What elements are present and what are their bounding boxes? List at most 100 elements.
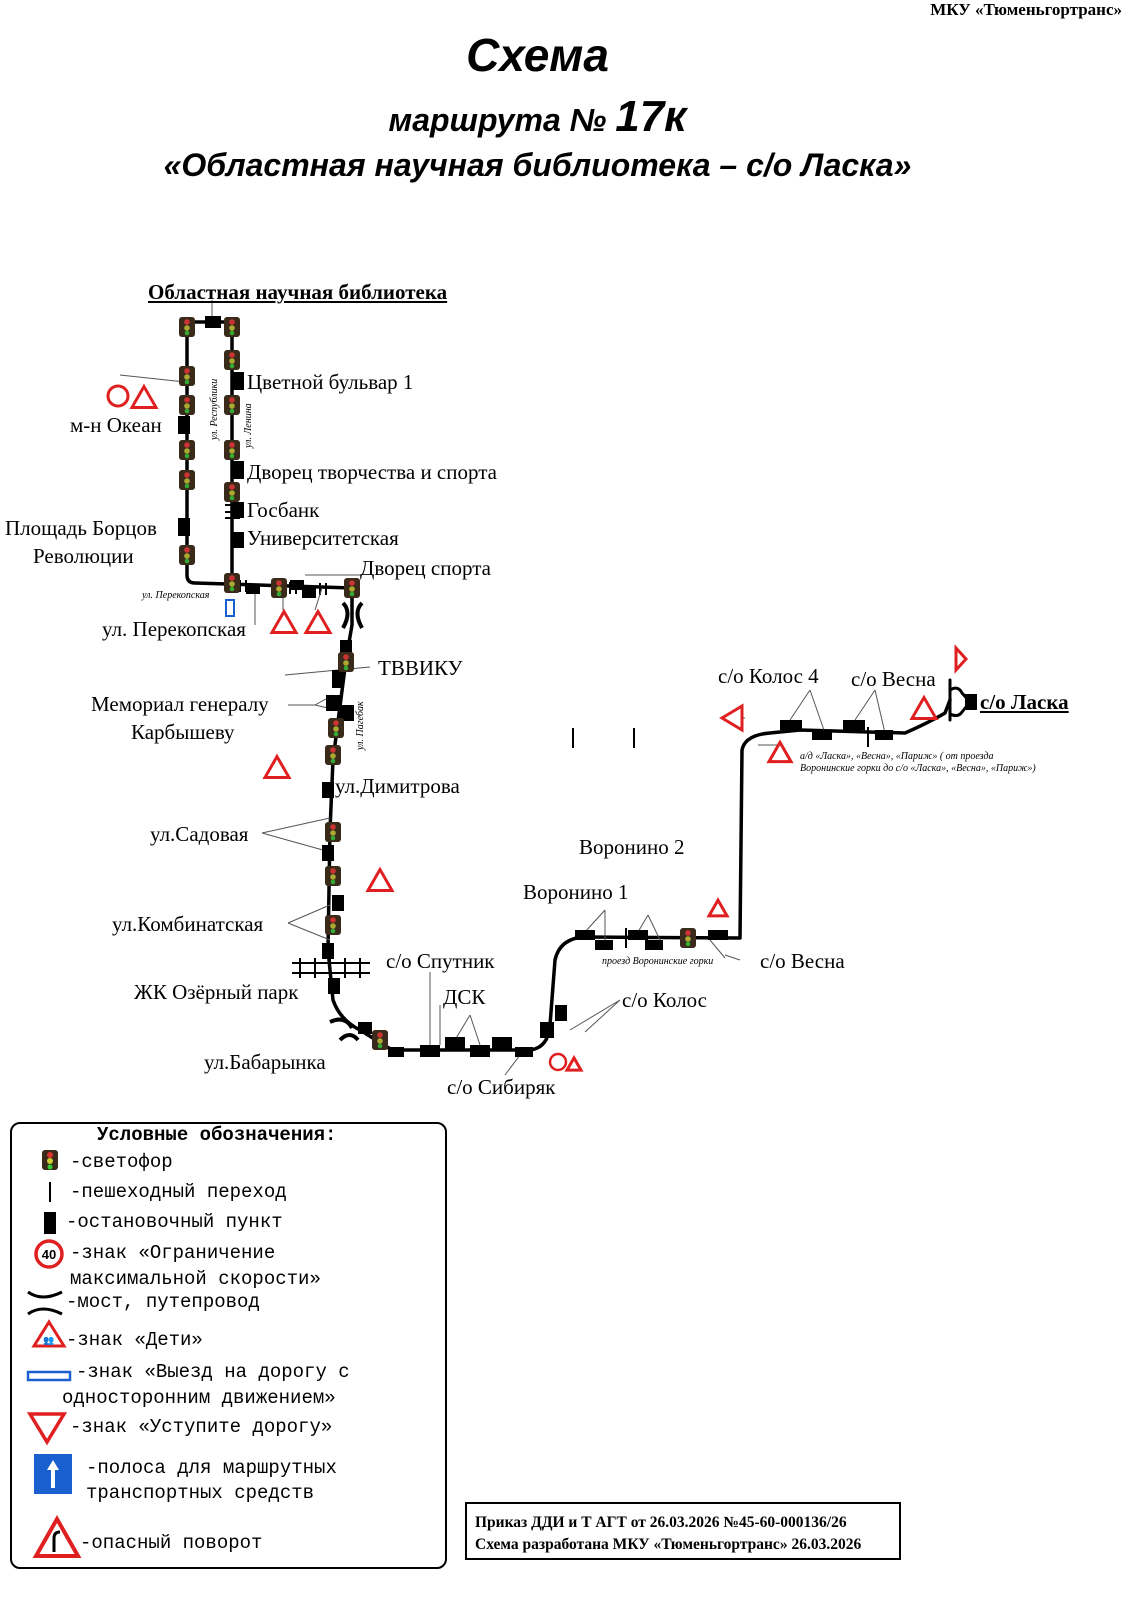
bus-stop-icon (328, 978, 340, 994)
bus-stop-icon (232, 532, 244, 548)
bus-stop-icon (843, 720, 865, 730)
svg-text:40: 40 (42, 1247, 56, 1262)
bus-stop-icon (575, 930, 595, 940)
speed-limit-icon (548, 1052, 568, 1072)
legend-icons: 40 👥 (26, 1150, 82, 1558)
bus-stop-icon (645, 940, 663, 950)
bus-stop-icon (332, 670, 344, 688)
legend-item-one-way: -знак «Выезд на дорогу с (76, 1361, 350, 1383)
stop-label: Дворец творчества и спорта (247, 460, 497, 484)
bus-stop-icon (708, 930, 728, 940)
warning-sign-icon (909, 694, 939, 720)
traffic-light-icon (42, 1150, 58, 1170)
traffic-light-icon (224, 317, 240, 337)
traffic-light-icon (179, 545, 195, 565)
road-note: а/д «Ласка», «Весна», «Париж» ( от проез… (800, 751, 994, 762)
traffic-light-icon (372, 1030, 388, 1050)
traffic-light-icon (224, 395, 240, 415)
children-sign-icon (303, 608, 333, 634)
stop-label: Университетская (247, 526, 399, 550)
bus-stop-icon (302, 588, 316, 598)
bus-stop-icon (515, 1047, 533, 1057)
bus-stop-icon (388, 1047, 404, 1057)
street-label: ул. Ленина (243, 403, 254, 448)
legend: Условные обозначения: 40 👥 -светофор -пе… (10, 1122, 447, 1569)
street-label: ул. Перекопская (142, 590, 210, 601)
bus-stop-icon (555, 1005, 567, 1021)
bus-stop-icon (232, 502, 244, 518)
bus-stop-icon (595, 940, 613, 950)
street-label: проезд Воронинские горки (602, 956, 714, 967)
legend-item-one-way-2: односторонним движением» (62, 1387, 336, 1409)
bus-stop-icon (470, 1045, 490, 1057)
route-number-line: маршрута № 17к (0, 92, 1075, 142)
bridge-icon (329, 601, 364, 1042)
bus-stop-icon (232, 372, 244, 390)
traffic-light-icon (325, 866, 341, 886)
traffic-light-icon (680, 928, 696, 948)
stop-label: Карбышеву (131, 720, 235, 744)
route-number: 17к (615, 92, 687, 141)
traffic-light-icon (328, 718, 344, 738)
stop-label: ЖК Озёрный парк (134, 980, 299, 1004)
stop-label: ДСК (443, 985, 486, 1009)
legend-item-dangerous-turn: -опасный поворот (80, 1532, 263, 1554)
street-label: ул. Республики (209, 378, 220, 440)
stop-label: Госбанк (247, 498, 320, 522)
stop-label: ТВВИКУ (378, 656, 463, 680)
bus-stop-icon (340, 705, 354, 721)
road-signs (106, 383, 969, 1072)
legend-item-crosswalk: -пешеходный переход (70, 1181, 287, 1203)
children-sign-icon (262, 753, 292, 779)
stop-label: ул. Перекопская (102, 617, 246, 641)
bus-stop-icon (812, 730, 832, 740)
bus-stop-icon (965, 694, 977, 710)
route-prefix: маршрута № (388, 102, 607, 138)
traffic-light-icon (179, 470, 195, 490)
bus-stop-icon (246, 584, 260, 594)
bus-lane-icon (34, 1454, 72, 1494)
traffic-light-icon (338, 652, 354, 672)
bus-stop-icon (358, 1022, 372, 1034)
children-sign-icon (564, 1054, 584, 1072)
traffic-light-icon (179, 366, 195, 386)
order-box: Приказ ДДИ и Т АГТ от 26.03.2026 №45-60-… (465, 1502, 901, 1560)
traffic-light-icon (325, 915, 341, 935)
bus-stop-icon (875, 730, 893, 740)
terminal-end: с/о Ласка (980, 690, 1069, 714)
traffic-light-icon (271, 578, 287, 598)
legend-item-children: -знак «Дети» (66, 1329, 203, 1351)
bus-stop-icon (420, 1045, 440, 1057)
legend-item-yield: -знак «Уступите дорогу» (70, 1416, 333, 1438)
stop-label: Воронино 1 (523, 880, 629, 904)
warning-sign-icon (766, 739, 794, 764)
warning-sign-icon (706, 897, 730, 918)
bus-stop-icon (322, 943, 334, 959)
bus-stop-icon (492, 1037, 512, 1049)
legend-item-bus-lane: -полоса для маршрутных (86, 1457, 337, 1479)
legend-item-traffic-light: -светофор (70, 1151, 173, 1173)
stop-label: ул.Бабарынка (204, 1050, 326, 1074)
bus-stop-icon (322, 845, 334, 861)
yield-sign-icon (954, 644, 969, 674)
traffic-light-icon (325, 822, 341, 842)
children-sign-icon (365, 866, 395, 892)
bus-stop-icon (445, 1037, 465, 1049)
svg-text:👥: 👥 (43, 1336, 54, 1346)
stop-label: с/о Весна (760, 949, 845, 973)
yield-sign-icon (26, 1412, 68, 1446)
one-way-exit-icon (225, 599, 235, 617)
road-note: Воронинские горки до с/о «Ласка», «Весна… (800, 763, 1036, 774)
legend-item-bus-lane-2: транспортных средств (86, 1482, 315, 1504)
bus-stop-icon (322, 782, 334, 798)
bus-stop-icon (232, 461, 244, 479)
one-way-exit-icon (26, 1370, 72, 1382)
stop-label: с/о Спутник (386, 949, 495, 973)
legend-item-speed-limit-2: максимальной скорости» (70, 1268, 321, 1290)
traffic-light-icon (344, 578, 360, 598)
traffic-light-icon (179, 317, 195, 337)
children-sign-icon: 👥 (31, 1319, 67, 1348)
street-label: ул. Пагебак (355, 701, 366, 750)
stop-label: Дворец спорта (360, 556, 491, 580)
